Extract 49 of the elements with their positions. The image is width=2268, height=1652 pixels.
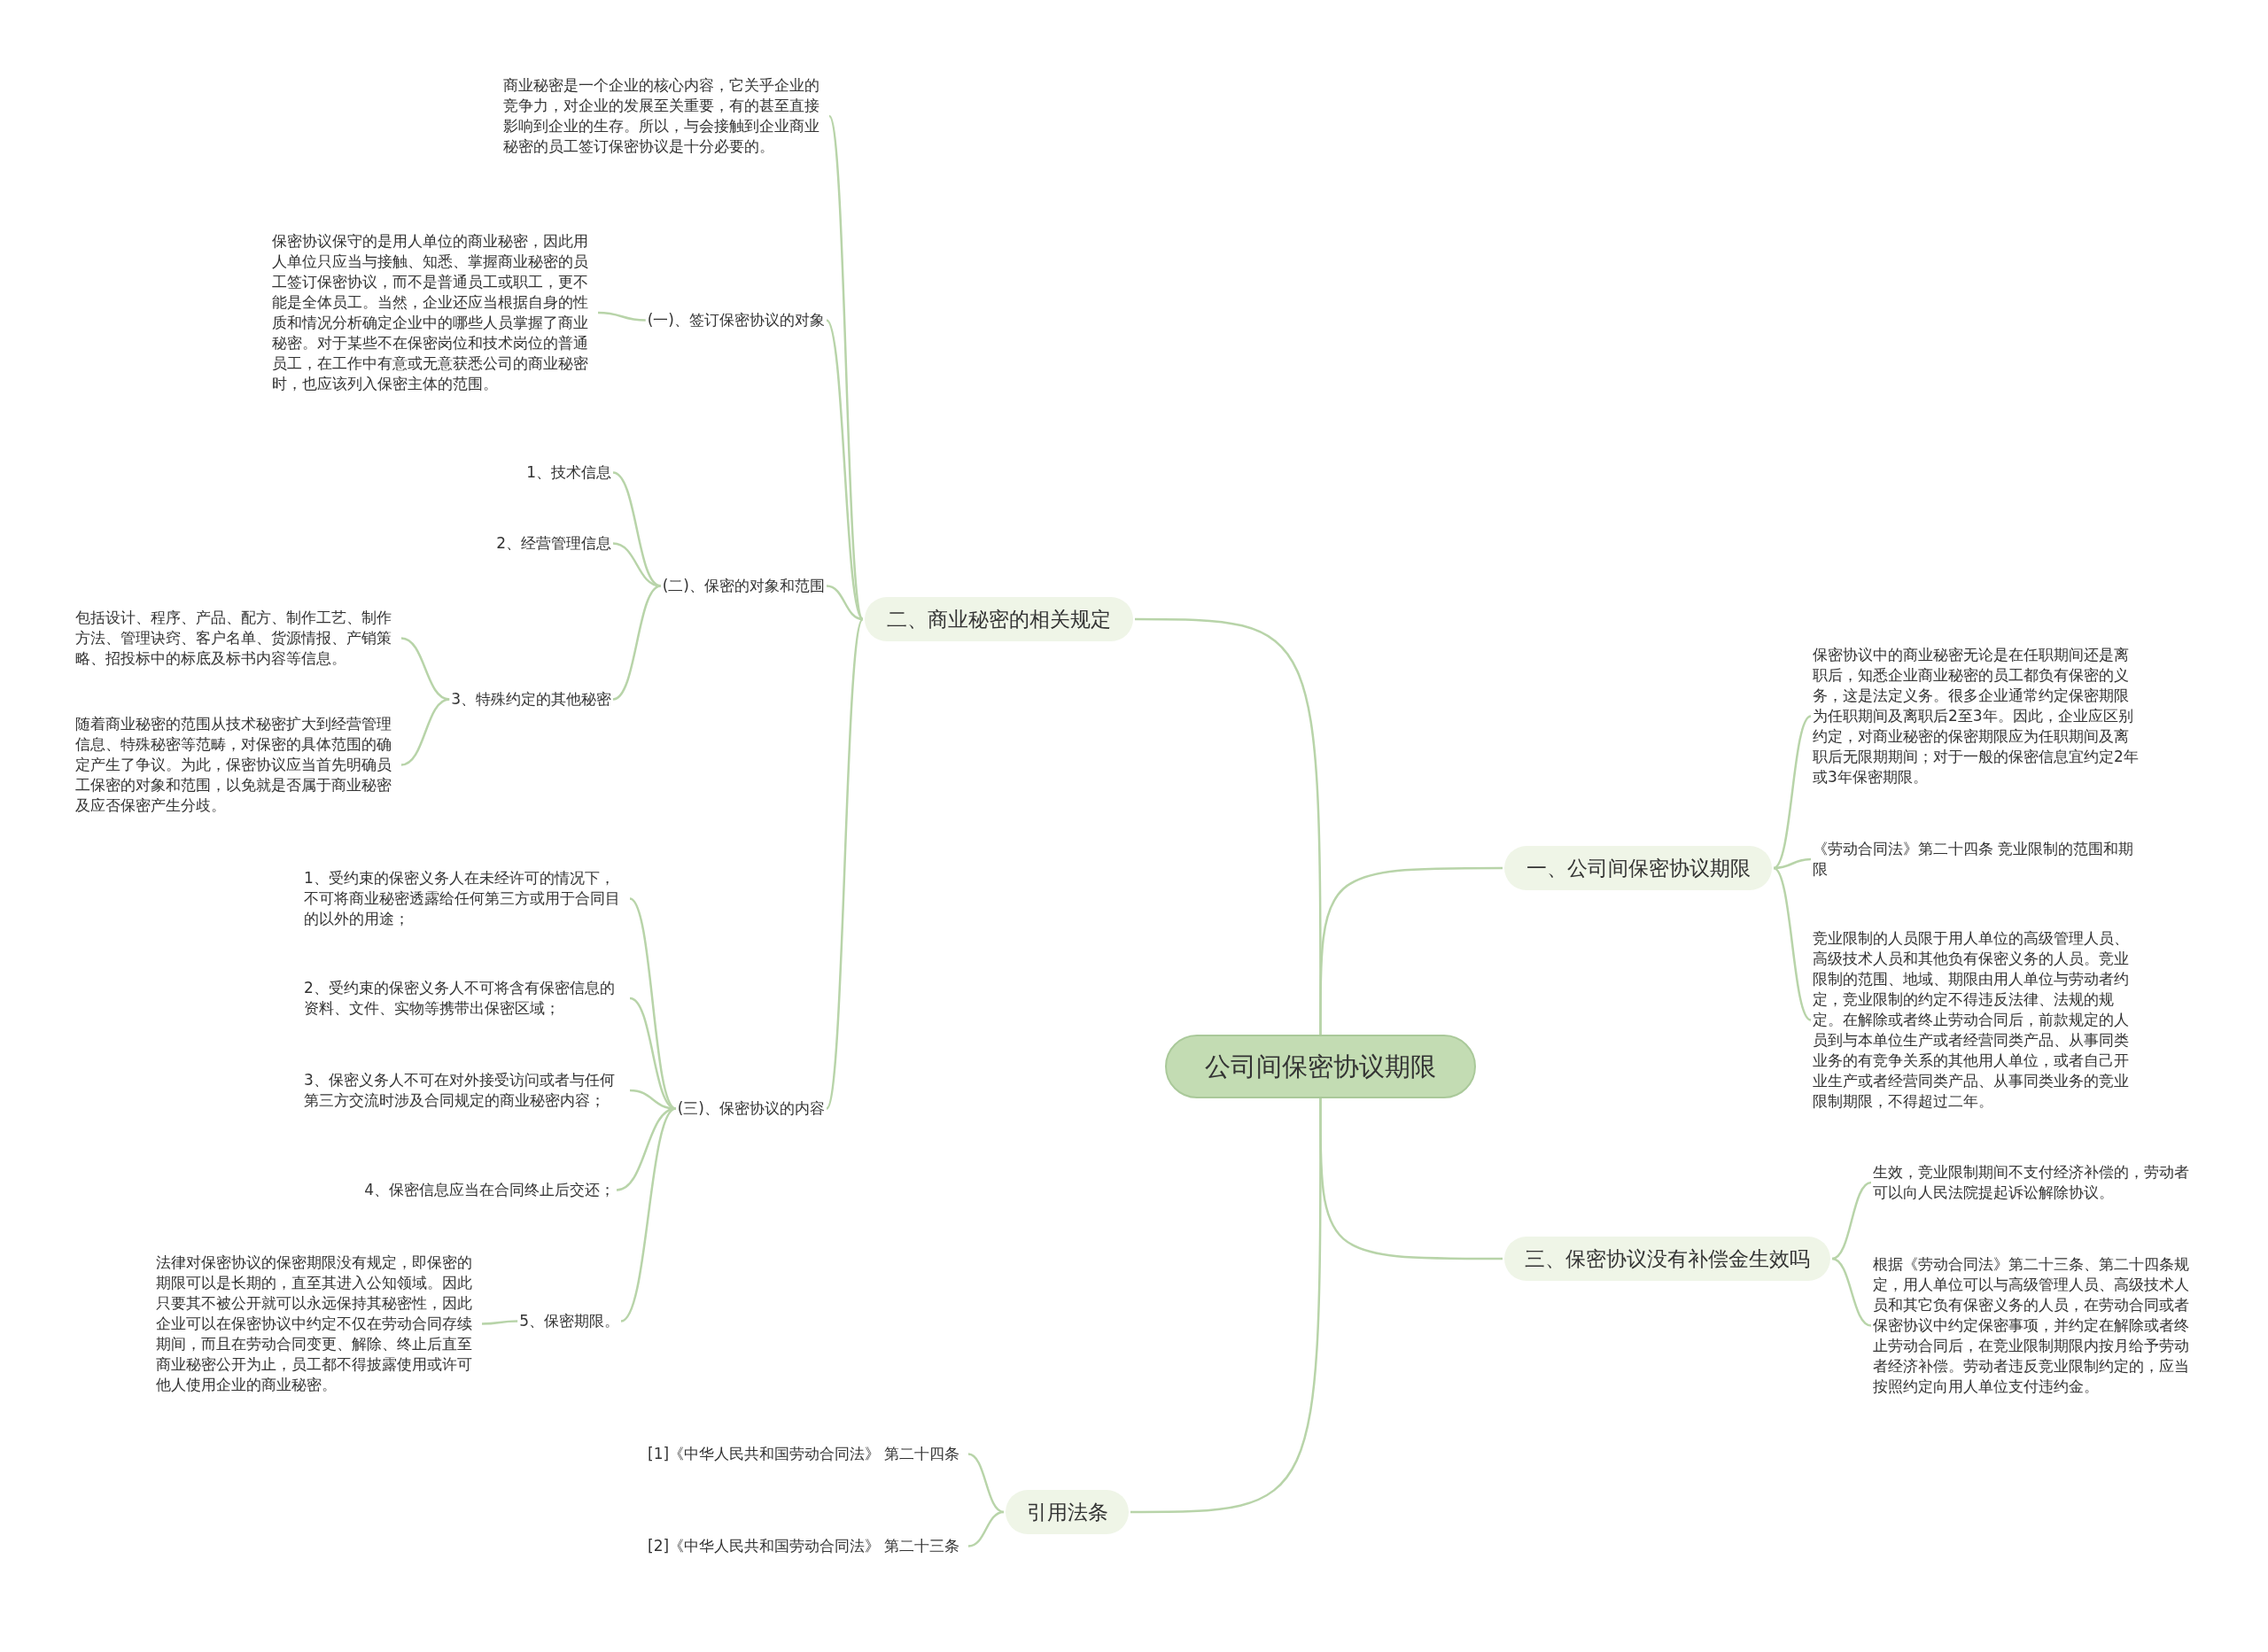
text-note: (一)、签订保密协议的对象 bbox=[647, 310, 825, 330]
connector-line bbox=[597, 311, 646, 322]
connector-line bbox=[826, 585, 864, 621]
connector-line bbox=[1773, 857, 1812, 870]
topic-pill: 二、商业秘密的相关规定 bbox=[865, 597, 1133, 641]
connector-line bbox=[967, 1453, 1005, 1514]
text-note: 2、经营管理信息 bbox=[496, 533, 611, 554]
text-note: 法律对保密协议的保密期限没有规定，即保密的期限可以是长期的，直至其进入公知领域。因此只要其不被公开就可以永远保持其秘密性，因此企业可以在保密协议中约定不仅在劳动合同存续期间，而且在劳动合同变更、解除、终止后直至商业秘密公开为止，员工都不得披露使用或许可他人使用企业的商业秘密。 bbox=[156, 1253, 480, 1395]
connector-line bbox=[612, 542, 661, 587]
connector-line bbox=[620, 1107, 677, 1322]
connector-line bbox=[1831, 1257, 1872, 1327]
connector-line bbox=[1831, 1181, 1872, 1260]
text-note: 3、特殊约定的其他秘密 bbox=[451, 689, 611, 710]
text-note: 根据《劳动合同法》第二十三条、第二十四条规定，用人单位可以与高级管理人员、高级技术人员和其它负有保密义务的人员，在劳动合同或者保密协议中约定保密事项，并约定在解除或者终止劳动合同后，在竞业限制期限内按月给予劳动者经济补偿。劳动者违反竞业限制约定的，应当按照约定向用人单位支付违约金。 bbox=[1873, 1254, 2201, 1397]
connector-line bbox=[1773, 866, 1812, 1021]
text-note: 4、保密信息应当在合同终止后交还； bbox=[364, 1180, 615, 1200]
text-note: 保密协议中的商业秘密无论是在任职期间还是离职后，知悉企业商业秘密的员工都负有保密的义务，这是法定义务。很多企业通常约定保密期限为任职期间及离职后2至3年。因此，企业应区别约定，对商业秘密的保密期限应为任职期间及离职后无限期期间；对于一般的保密信息宜约定2年或3年保密期限。 bbox=[1813, 645, 2140, 787]
text-note: [2]《中华人民共和国劳动合同法》 第二十三条 bbox=[648, 1536, 967, 1556]
text-note: 生效，竞业限制期间不支付经济补偿的，劳动者可以向人民法院提起诉讼解除协议。 bbox=[1873, 1162, 2201, 1203]
topic-pill: 一、公司间保密协议期限 bbox=[1504, 846, 1772, 890]
text-note: 3、保密义务人不可在对外接受访问或者与任何第三方交流时涉及合同规定的商业秘密内容； bbox=[304, 1070, 628, 1111]
text-note: 《劳动合同法》第二十四条 竞业限制的范围和期限 bbox=[1813, 839, 2140, 880]
connector-line bbox=[482, 1320, 518, 1325]
connector-line bbox=[1773, 715, 1812, 870]
connector-line bbox=[967, 1510, 1005, 1547]
topic-pill: 三、保密协议没有补偿金生效吗 bbox=[1504, 1237, 1830, 1281]
connector-line bbox=[629, 897, 677, 1110]
text-note: 保密协议保守的是用人单位的商业秘密，因此用人单位只应当与接触、知悉、掌握商业秘密的员工签订保密协议，而不是普通员工或职工，更不能是全体员工。当然，企业还应当根据自身的性质和情况分析确定企业中的哪些人员掌握了商业秘密。对于某些不在保密岗位和技术岗位的普通员工，在工作中有意或无意获悉公司的商业秘密时，也应该列入保密主体的范围。 bbox=[272, 231, 596, 394]
text-note: 商业秘密是一个企业的核心内容，它关乎企业的竞争力，对企业的发展至关重要，有的甚至直接影响到企业的生存。所以，与会接触到企业商业秘密的员工签订保密协议是十分必要的。 bbox=[503, 75, 827, 157]
text-note: 包括设计、程序、产品、配方、制作工艺、制作方法、管理诀窍、客户名单、货源情报、产销策略、招投标中的标底及标书内容等信息。 bbox=[75, 608, 400, 669]
connector-line bbox=[1130, 1098, 1322, 1514]
text-note: 2、受约束的保密义务人不可将含有保密信息的资料、文件、实物等携带出保密区域； bbox=[304, 978, 628, 1019]
text-note: (二)、保密的对象和范围 bbox=[662, 576, 825, 596]
connector-line bbox=[400, 637, 450, 701]
connector-line bbox=[400, 698, 450, 766]
connector-line bbox=[827, 115, 865, 620]
text-note: (三)、保密协议的内容 bbox=[677, 1098, 825, 1119]
text-note: 竞业限制的人员限于用人单位的高级管理人员、高级技术人员和其他负有保密义务的人员。竞业限制的范围、地域、期限由用人单位与劳动者约定，竞业限制的约定不得违反法律、法规的规定。在解除或者终止劳动合同后，前款规定的人员到与本单位生产或者经营同类产品、从事同类业务的有竞争关系的其他用人单位，或者自己开业生产或者经营同类产品、从事同类业务的竞业限制期限，不得超过二年。 bbox=[1813, 928, 2140, 1112]
text-note: 5、保密期限。 bbox=[519, 1311, 619, 1331]
connector-line bbox=[825, 618, 865, 1109]
connector-line bbox=[826, 319, 864, 620]
text-note: 随着商业秘密的范围从技术秘密扩大到经营管理信息、特殊秘密等范畴，对保密的具体范围的确定产生了争议。为此，保密协议应当首先明确员工保密的对象和范围，以免就是否属于商业秘密及应否保密产生分歧。 bbox=[75, 714, 400, 816]
connector-line bbox=[612, 585, 662, 701]
text-note: 1、技术信息 bbox=[526, 462, 611, 483]
text-note: 1、受约束的保密义务人在未经许可的情况下，不可将商业秘密透露给任何第三方或用于合同目的以外的用途； bbox=[304, 868, 628, 929]
text-note: [1]《中华人民共和国劳动合同法》 第二十四条 bbox=[648, 1444, 967, 1464]
central-topic: 公司间保密协议期限 bbox=[1165, 1035, 1476, 1098]
connector-line bbox=[1135, 617, 1322, 1035]
topic-pill: 引用法条 bbox=[1006, 1490, 1129, 1534]
